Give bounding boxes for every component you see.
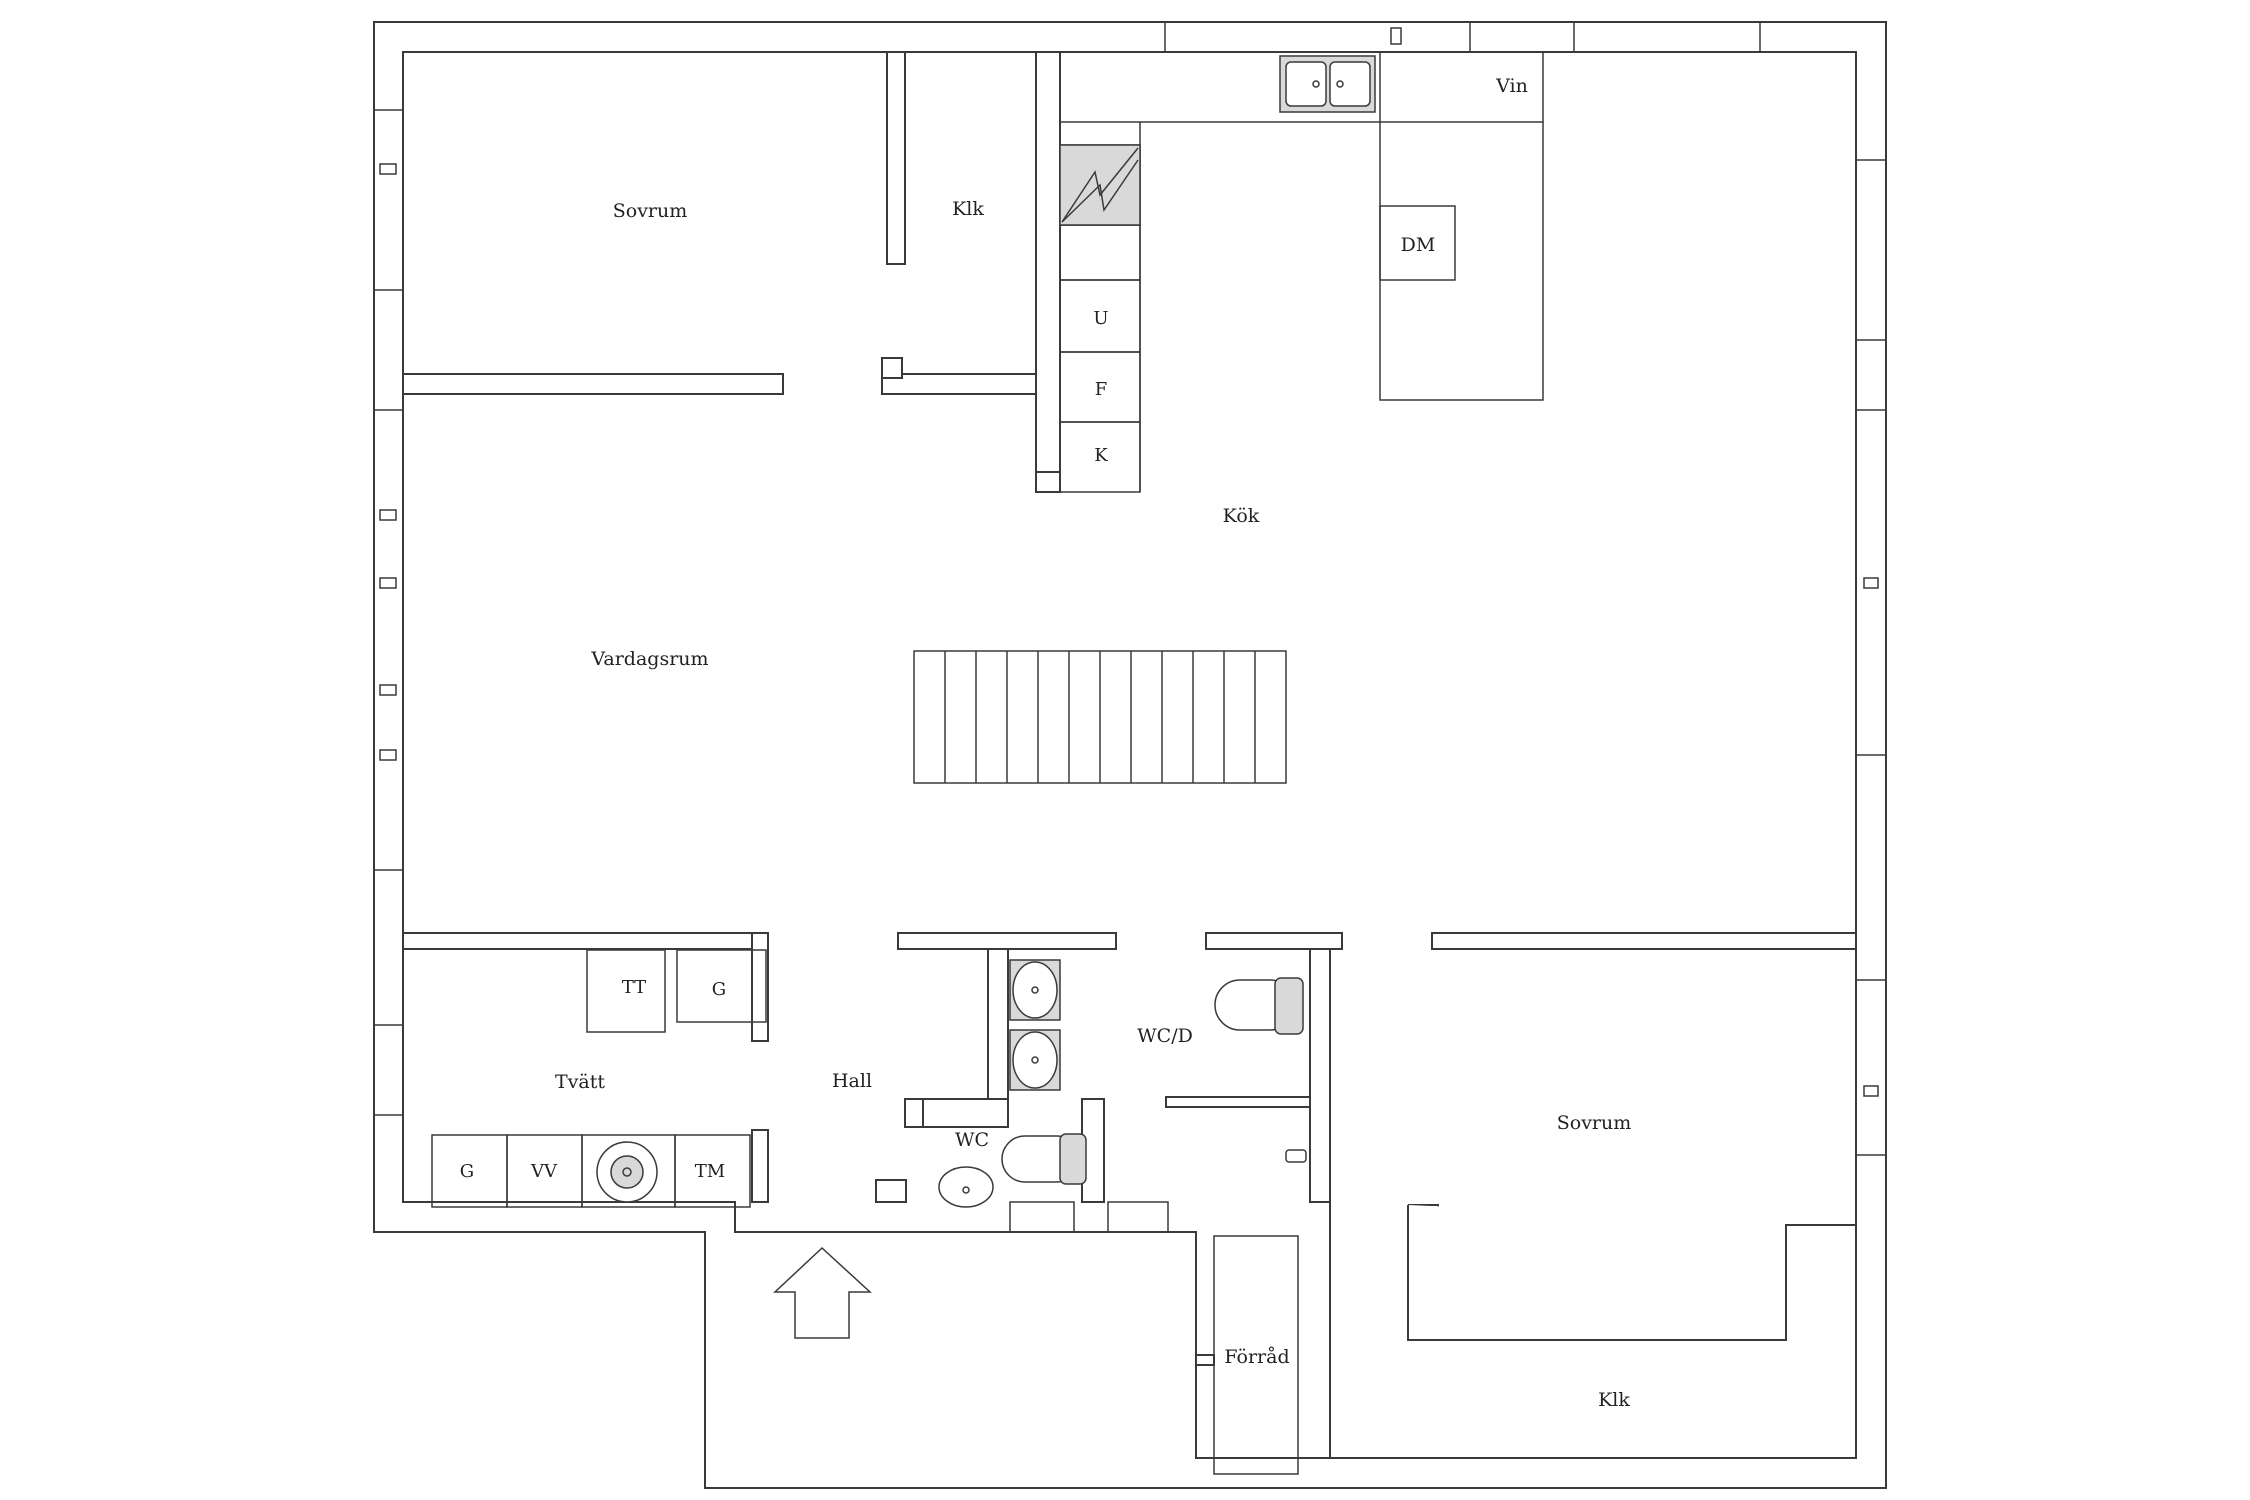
room-hall: Hall bbox=[832, 1070, 872, 1092]
room-tt: TT bbox=[622, 977, 646, 998]
tvatt-fixtures bbox=[431, 949, 767, 1208]
interior-walls bbox=[402, 51, 1857, 1475]
room-tm: TM bbox=[695, 1161, 725, 1182]
room-f: F bbox=[1095, 379, 1108, 400]
room-wc: WC bbox=[955, 1129, 989, 1151]
room-klk-top: Klk bbox=[952, 198, 984, 220]
entrance-arrow-icon bbox=[773, 1246, 872, 1339]
room-g-washer: G bbox=[460, 1161, 474, 1182]
room-vv: VV bbox=[530, 1161, 558, 1182]
room-k: K bbox=[1094, 445, 1108, 466]
staircase-icon bbox=[913, 650, 1287, 784]
sink-icon bbox=[938, 959, 1061, 1208]
room-klk-bottom: Klk bbox=[1598, 1389, 1630, 1411]
room-labels: Sovrum Klk Vin DM U F K Kök Vardagsrum T… bbox=[460, 75, 1631, 1411]
toilet-icon bbox=[1001, 977, 1307, 1185]
room-wc-d: WC/D bbox=[1137, 1025, 1193, 1047]
kitchen-sink-icon bbox=[1279, 55, 1376, 113]
room-sovrum-top: Sovrum bbox=[613, 200, 688, 222]
room-sovrum-bottom: Sovrum bbox=[1557, 1112, 1632, 1134]
room-vardagsrum: Vardagsrum bbox=[590, 648, 708, 670]
room-kok: Kök bbox=[1223, 505, 1260, 527]
windows bbox=[373, 21, 1887, 1233]
room-vin: Vin bbox=[1495, 75, 1528, 97]
room-tvatt: Tvätt bbox=[555, 1071, 605, 1093]
room-g-dryer: G bbox=[712, 979, 726, 1000]
room-dm: DM bbox=[1401, 234, 1436, 256]
room-forrad: Förråd bbox=[1224, 1346, 1289, 1368]
fireplace-icon bbox=[1059, 144, 1141, 226]
room-u: U bbox=[1093, 308, 1108, 329]
